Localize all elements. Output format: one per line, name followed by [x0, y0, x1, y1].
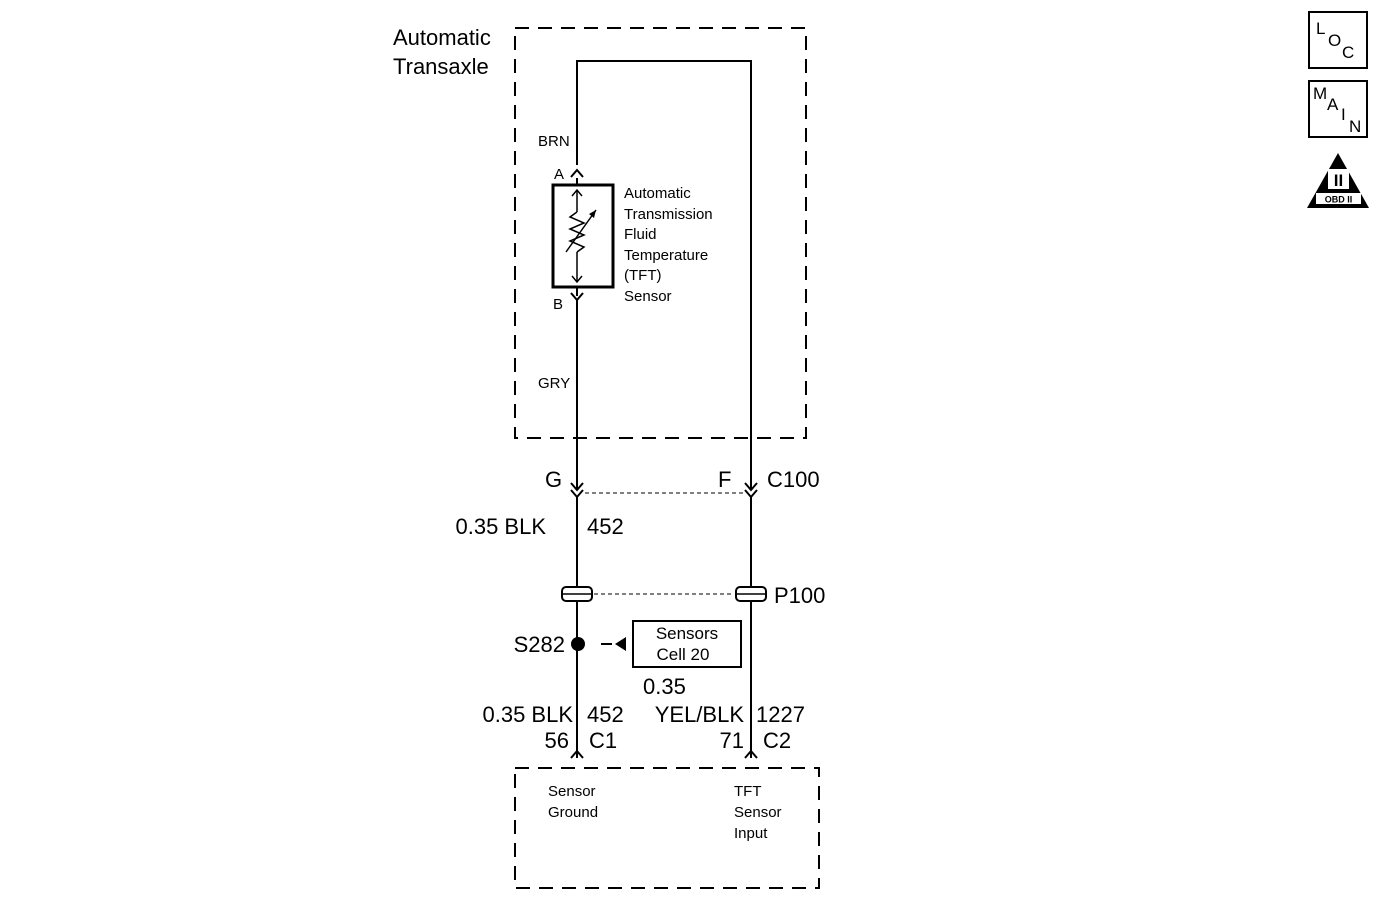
wire-1227-gauge: 0.35 [643, 674, 686, 699]
wire-loop-top [576, 60, 752, 490]
wire-1227-circuit: 1227 [756, 702, 805, 727]
main-button[interactable]: M A I N [1308, 80, 1368, 138]
wire-452-connector: C1 [589, 728, 617, 753]
svg-text:Fluid: Fluid [624, 226, 657, 243]
pin-a-terminal [570, 168, 584, 178]
transaxle-label-line1: Automatic [393, 25, 491, 50]
svg-text:L: L [1316, 19, 1325, 38]
obd-ii-icon[interactable]: II OBD II [1307, 153, 1369, 208]
svg-text:Sensor: Sensor [624, 288, 672, 305]
svg-text:(TFT): (TFT) [624, 267, 661, 284]
c100-pin-f: F [718, 467, 731, 492]
wire-1227-pin: 71 [720, 728, 744, 753]
pcm-sensor-ground-line1: Sensor [548, 783, 596, 800]
wire-452-pin: 56 [545, 728, 569, 753]
wire-452-lower-gauge: 0.35 BLK [482, 702, 573, 727]
svg-text:O: O [1328, 31, 1341, 50]
wire-brn-label: BRN [538, 133, 570, 150]
loc-button[interactable]: L O C [1308, 11, 1368, 69]
wire-gry-label: GRY [538, 375, 570, 392]
splice-s282 [571, 637, 585, 651]
svg-text:M: M [1313, 84, 1327, 103]
thermistor-icon [565, 188, 597, 284]
ref-arrow-icon [615, 637, 626, 651]
svg-text:A: A [1327, 95, 1339, 114]
wire-1227-color: YEL/BLK [655, 702, 745, 727]
splice-s282-label: S282 [514, 632, 565, 657]
c100-pin-g: G [545, 467, 562, 492]
sensors-cell-ref-line2: Cell 20 [657, 645, 710, 664]
svg-text:OBD II: OBD II [1325, 195, 1353, 205]
wire-452-upper-gauge: 0.35 BLK [455, 514, 546, 539]
c100-label: C100 [767, 467, 820, 492]
connector-p100: P100 [561, 583, 825, 608]
svg-text:II: II [1334, 171, 1343, 190]
pin-a-label: A [554, 166, 564, 183]
svg-text:Transmission: Transmission [624, 206, 713, 223]
tft-sensor: A BRN B GRY Automatic Transmission Fluid… [538, 133, 713, 392]
pcm-tft-input-line2: Sensor [734, 804, 782, 821]
wire-1227-connector: C2 [763, 728, 791, 753]
sensors-cell-ref-box[interactable] [632, 620, 742, 668]
pin-b-label: B [553, 296, 563, 313]
connector-c100: G F C100 [545, 467, 820, 499]
svg-text:N: N [1349, 117, 1361, 136]
sensor-name: Automatic Transmission Fluid Temperature… [624, 185, 713, 305]
svg-text:I: I [1341, 105, 1346, 124]
pcm-pin-56-terminal [570, 749, 584, 759]
pcm-tft-input-line3: Input [734, 825, 768, 842]
svg-text:Automatic: Automatic [624, 185, 691, 202]
pcm-tft-input-line1: TFT [734, 783, 762, 800]
transaxle-enclosure [514, 27, 807, 439]
pcm-sensor-ground-line2: Ground [548, 804, 598, 821]
pcm-pin-71-terminal [744, 749, 758, 759]
p100-label: P100 [774, 583, 825, 608]
transaxle-label-line2: Transaxle [393, 54, 489, 79]
svg-text:Temperature: Temperature [624, 247, 708, 264]
sensor-body [551, 183, 615, 289]
sensors-cell-ref-line1: Sensors [656, 624, 718, 643]
wire-452-upper-circuit: 452 [587, 514, 624, 539]
wire-452-lower-circuit: 452 [587, 702, 624, 727]
svg-text:C: C [1342, 43, 1354, 62]
pin-b-terminal [570, 292, 584, 302]
pcm-enclosure [514, 767, 820, 889]
